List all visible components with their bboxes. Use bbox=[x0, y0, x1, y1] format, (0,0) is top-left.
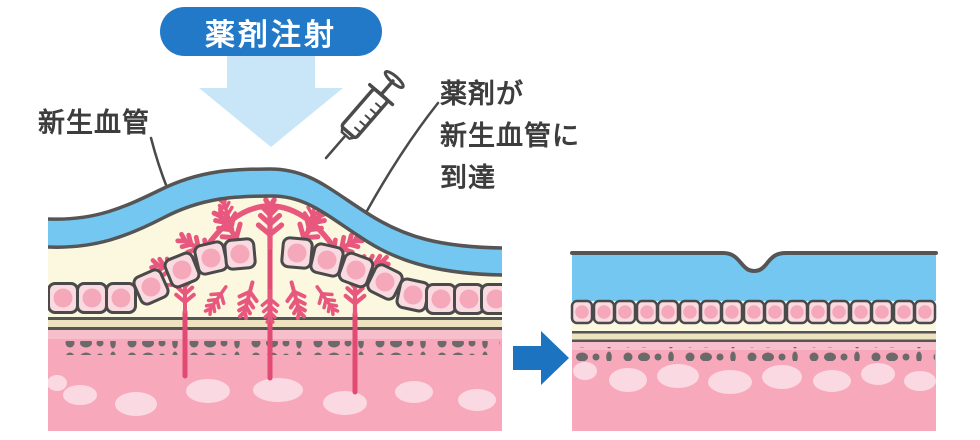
retina-surface-layer bbox=[48, 169, 502, 275]
membrane-stripes bbox=[48, 317, 502, 330]
label-drug-reaches-line2: 新生血管に bbox=[440, 121, 580, 152]
after-treatment-panel bbox=[570, 251, 938, 431]
right-arrow-icon bbox=[513, 331, 569, 385]
choroid-dots-row-flat bbox=[574, 347, 935, 361]
retina-surface-layer-flat bbox=[572, 253, 936, 301]
membrane-stripes-flat bbox=[572, 331, 936, 342]
choroid-ovals bbox=[48, 375, 496, 416]
label-drug-reaches-line3: 到達 bbox=[440, 163, 496, 194]
label-neovessels: 新生血管 bbox=[38, 108, 150, 139]
injection-title-badge: 薬剤注射 bbox=[160, 7, 382, 56]
choroid-ovals-flat bbox=[573, 362, 936, 394]
choroid-dots-row bbox=[54, 341, 500, 355]
label-drug-reaches: 薬剤が 新生血管に 到達 bbox=[440, 74, 580, 200]
before-treatment-panel bbox=[48, 167, 502, 431]
label-drug-reaches-line1: 薬剤が bbox=[440, 79, 524, 110]
syringe-icon bbox=[324, 70, 405, 160]
down-arrow-icon bbox=[199, 54, 343, 147]
rpe-cell-row-flat bbox=[570, 299, 937, 325]
